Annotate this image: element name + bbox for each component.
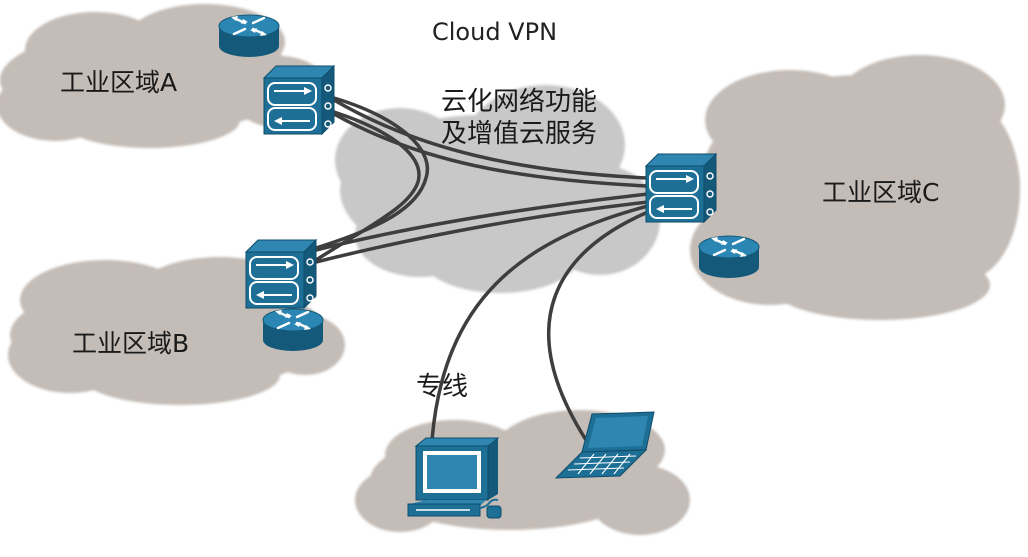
- router-c-icon: [697, 234, 761, 280]
- desktop-computer-icon: [407, 437, 502, 519]
- switch-b-icon: [245, 239, 317, 309]
- zone-c-cloud: [690, 55, 1020, 320]
- zone-c-label: 工业区域C: [822, 178, 940, 207]
- zone-b-label: 工业区域B: [72, 329, 190, 358]
- laptop-computer-icon: [554, 411, 655, 479]
- diagram-title: Cloud VPN: [432, 18, 558, 46]
- center-cloud-label-line1: 云化网络功能: [441, 87, 598, 117]
- router-a-icon: [217, 13, 281, 59]
- center-cloud-label-line2: 及增值云服务: [441, 119, 598, 149]
- switch-a-icon: [263, 65, 335, 135]
- switch-c-icon: [645, 153, 717, 223]
- zone-b-cloud: [8, 257, 345, 405]
- zone-a-label: 工业区域A: [60, 68, 178, 97]
- vpn-links: [314, 96, 650, 442]
- router-b-icon: [261, 307, 325, 353]
- dedicated-line-label: 专线: [416, 372, 469, 402]
